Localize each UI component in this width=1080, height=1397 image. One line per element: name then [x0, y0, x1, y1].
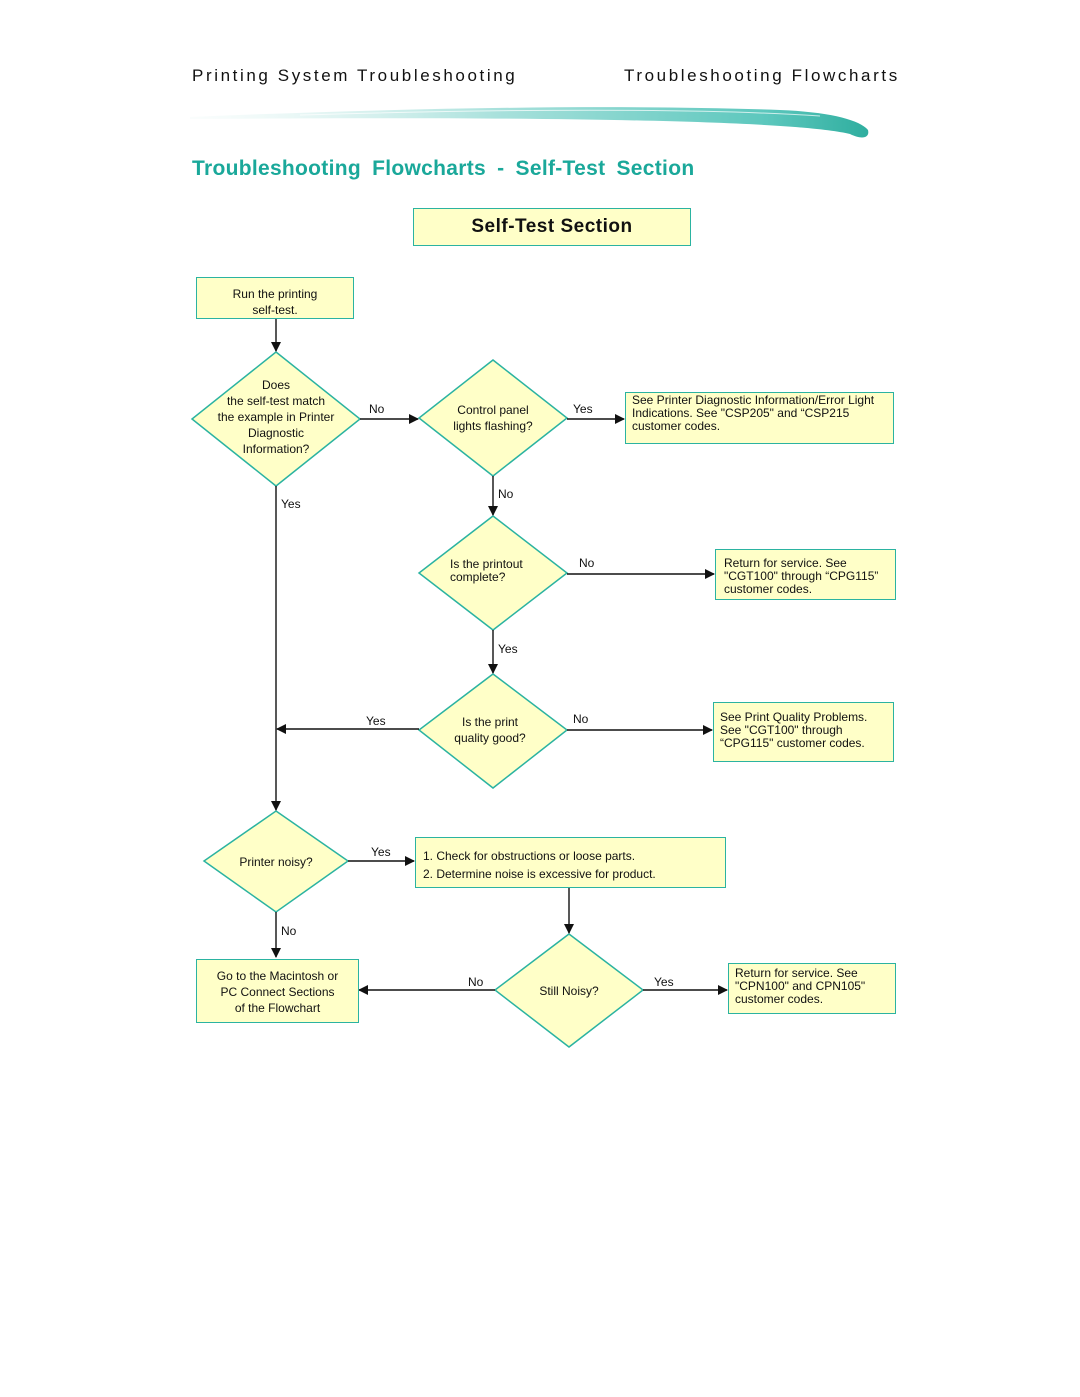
header-swoosh-decoration	[190, 107, 869, 138]
decision-noisy-text: Printer noisy?	[239, 855, 313, 869]
label-complete-yes: Yes	[498, 642, 518, 656]
decision-match-text: Does the self-test match the example in …	[217, 378, 335, 456]
page-title: Troubleshooting Flowcharts - Self-Test S…	[192, 157, 695, 180]
result-still-box: Return for service. See "CPN100" and CPN…	[728, 963, 896, 1014]
result-lights-box: See Printer Diagnostic Information/Error…	[625, 392, 894, 444]
label-quality-yes: Yes	[366, 714, 386, 728]
label-lights-no: No	[498, 487, 514, 501]
section-heading: Self-Test Section	[413, 208, 691, 246]
decision-still-diamond	[493, 933, 645, 1048]
decision-still-text: Still Noisy?	[539, 984, 599, 998]
label-match-yes: Yes	[281, 497, 301, 511]
label-still-yes: Yes	[654, 975, 674, 989]
label-noisy-yes: Yes	[371, 845, 391, 859]
label-noisy-no: No	[281, 924, 297, 938]
label-lights-yes: Yes	[573, 402, 593, 416]
decision-quality-diamond	[417, 673, 569, 789]
start-box: Run the printing self-test.	[196, 277, 354, 319]
result-quality-box: See Print Quality Problems. See "CGT100"…	[713, 702, 894, 762]
label-match-no: No	[369, 402, 385, 416]
header-right-title: Troubleshooting Flowcharts	[624, 66, 900, 85]
decision-lights-text: Control panel lights flashing?	[453, 403, 533, 433]
label-still-no: No	[468, 975, 484, 989]
label-quality-no: No	[573, 712, 589, 726]
label-complete-no: No	[579, 556, 595, 570]
check-noise-box: 1. Check for obstructions or loose parts…	[415, 837, 726, 888]
result-complete-box: Return for service. See "CGT100" through…	[715, 549, 896, 600]
decision-complete-text: Is the printout complete?	[450, 557, 523, 584]
decision-quality-text: Is the print quality good?	[454, 715, 526, 745]
goto-connect-box: Go to the Macintosh or PC Connect Sectio…	[196, 959, 359, 1023]
header-left-title: Printing System Troubleshooting	[192, 66, 518, 85]
